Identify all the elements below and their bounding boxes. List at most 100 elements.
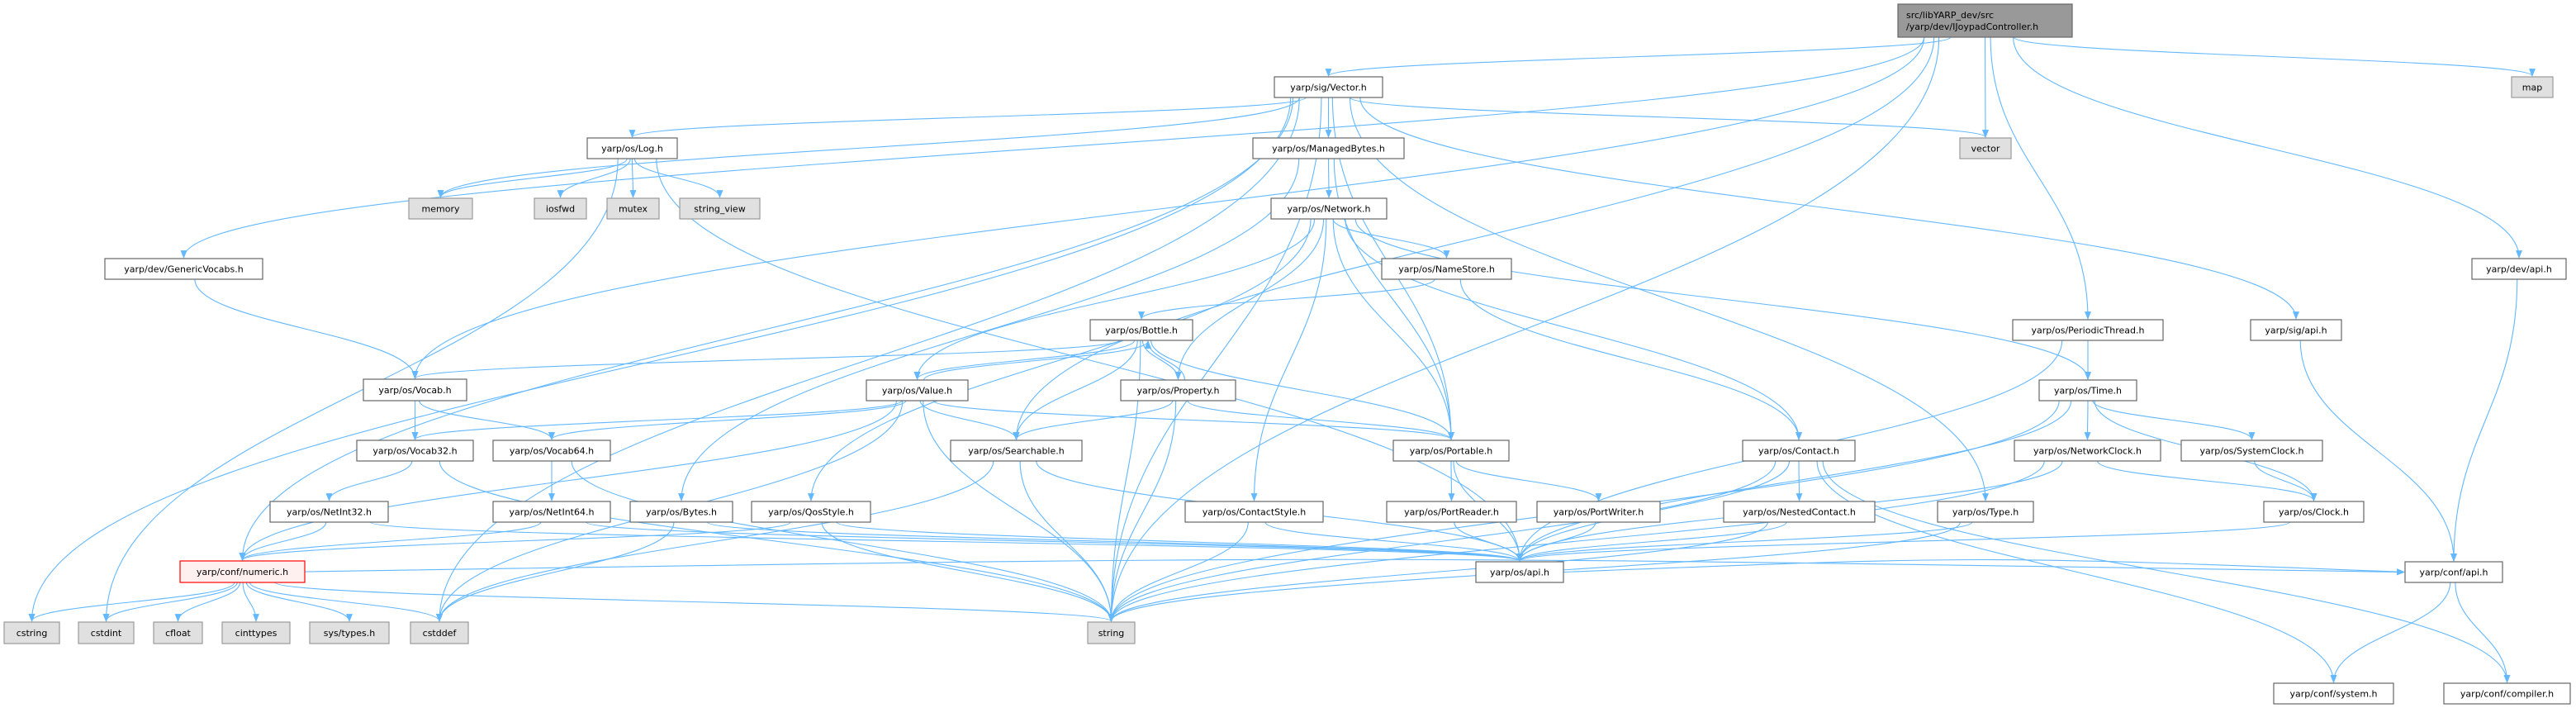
node-portwriter[interactable]: yarp/os/PortWriter.h — [1536, 501, 1661, 523]
node-box[interactable] — [950, 440, 1083, 462]
node-box[interactable] — [2443, 682, 2571, 705]
node-box[interactable] — [751, 501, 871, 523]
node-box[interactable] — [3, 621, 60, 644]
node-contactstyle[interactable]: yarp/os/ContactStyle.h — [1184, 501, 1324, 523]
node-box[interactable] — [492, 440, 611, 462]
node-box[interactable] — [2263, 501, 2365, 523]
node-box[interactable] — [1386, 501, 1517, 523]
node-box[interactable] — [78, 621, 135, 644]
node-searchable[interactable]: yarp/os/Searchable.h — [950, 440, 1083, 462]
node-box[interactable] — [679, 197, 761, 220]
node-bottle[interactable]: yarp/os/Bottle.h — [1089, 319, 1193, 341]
node-box[interactable] — [2511, 76, 2554, 98]
node-box[interactable] — [2180, 440, 2323, 462]
node-contact[interactable]: yarp/os/Contact.h — [1742, 440, 1856, 462]
node-box[interactable] — [2012, 319, 2164, 341]
node-periodic[interactable]: yarp/os/PeriodicThread.h — [2012, 319, 2164, 341]
node-network[interactable]: yarp/os/Network.h — [1270, 197, 1388, 220]
node-box[interactable] — [1184, 501, 1324, 523]
node-managed[interactable]: yarp/os/ManagedBytes.h — [1252, 137, 1405, 159]
node-mutex[interactable]: mutex — [606, 197, 660, 220]
node-root[interactable]: src/libYARP_dev/src/yarp/dev/IJoypadCont… — [1897, 3, 2073, 38]
node-vocab32[interactable]: yarp/os/Vocab32.h — [356, 440, 474, 462]
node-box[interactable] — [410, 621, 469, 644]
node-box[interactable] — [606, 197, 660, 220]
node-memory[interactable]: memory — [408, 197, 473, 220]
node-netint32[interactable]: yarp/os/NetInt32.h — [269, 501, 389, 523]
node-compiler[interactable]: yarp/conf/compiler.h — [2443, 682, 2571, 705]
node-portreader[interactable]: yarp/os/PortReader.h — [1386, 501, 1517, 523]
node-numeric[interactable]: yarp/conf/numeric.h — [179, 560, 306, 583]
node-osapi[interactable]: yarp/os/api.h — [1475, 561, 1564, 583]
node-string_view[interactable]: string_view — [679, 197, 761, 220]
node-confapi[interactable]: yarp/conf/api.h — [2404, 561, 2503, 583]
node-sigvector[interactable]: yarp/sig/Vector.h — [1274, 76, 1383, 98]
node-box[interactable] — [408, 197, 473, 220]
node-box[interactable] — [2404, 561, 2503, 583]
node-box[interactable] — [221, 621, 291, 644]
node-time[interactable]: yarp/os/Time.h — [2038, 379, 2137, 402]
node-log[interactable]: yarp/os/Log.h — [586, 137, 678, 159]
node-value[interactable]: yarp/os/Value.h — [866, 379, 969, 402]
node-box[interactable] — [866, 379, 969, 402]
node-box[interactable] — [2014, 440, 2161, 462]
node-netclock[interactable]: yarp/os/NetworkClock.h — [2014, 440, 2161, 462]
node-box[interactable] — [1270, 197, 1388, 220]
node-sigapi[interactable]: yarp/sig/api.h — [2250, 319, 2342, 341]
node-qos[interactable]: yarp/os/QosStyle.h — [751, 501, 871, 523]
node-map[interactable]: map — [2511, 76, 2554, 98]
node-string[interactable]: string — [1087, 621, 1136, 644]
node-generic[interactable]: yarp/dev/GenericVocabs.h — [104, 258, 263, 280]
node-vocab64[interactable]: yarp/os/Vocab64.h — [492, 440, 611, 462]
node-iosfwd[interactable]: iosfwd — [534, 197, 587, 220]
node-box[interactable] — [309, 621, 390, 644]
node-property[interactable]: yarp/os/Property.h — [1120, 379, 1236, 402]
node-box[interactable] — [2250, 319, 2342, 341]
node-box[interactable] — [629, 501, 733, 523]
node-system[interactable]: yarp/conf/system.h — [2273, 682, 2394, 705]
node-box[interactable] — [1475, 561, 1564, 583]
node-box[interactable] — [1536, 501, 1661, 523]
node-clock[interactable]: yarp/os/Clock.h — [2263, 501, 2365, 523]
node-bytes[interactable]: yarp/os/Bytes.h — [629, 501, 733, 523]
node-netint64[interactable]: yarp/os/NetInt64.h — [492, 501, 611, 523]
node-box[interactable] — [2273, 682, 2394, 705]
node-box[interactable] — [586, 137, 678, 159]
node-box[interactable] — [1252, 137, 1405, 159]
node-box[interactable] — [269, 501, 389, 523]
node-box[interactable] — [153, 621, 203, 644]
node-cstdint[interactable]: cstdint — [78, 621, 135, 644]
node-box[interactable] — [1087, 621, 1136, 644]
node-cfloat[interactable]: cfloat — [153, 621, 203, 644]
node-sysclock[interactable]: yarp/os/SystemClock.h — [2180, 440, 2323, 462]
node-vocab[interactable]: yarp/os/Vocab.h — [363, 378, 467, 402]
node-box[interactable] — [1274, 76, 1383, 98]
node-box[interactable] — [1897, 3, 2073, 38]
node-box[interactable] — [1723, 501, 1876, 523]
node-box[interactable] — [179, 560, 306, 583]
node-box[interactable] — [1120, 379, 1236, 402]
node-nested[interactable]: yarp/os/NestedContact.h — [1723, 501, 1876, 523]
node-box[interactable] — [2038, 379, 2137, 402]
node-devapi[interactable]: yarp/dev/api.h — [2471, 258, 2567, 280]
node-systypes[interactable]: sys/types.h — [309, 621, 390, 644]
node-box[interactable] — [1937, 501, 2034, 523]
node-box[interactable] — [356, 440, 474, 462]
node-box[interactable] — [1381, 258, 1512, 280]
node-box[interactable] — [2471, 258, 2567, 280]
node-box[interactable] — [1959, 137, 2012, 159]
node-box[interactable] — [492, 501, 611, 523]
node-cinttypes[interactable]: cinttypes — [221, 621, 291, 644]
node-box[interactable] — [1392, 440, 1510, 462]
node-box[interactable] — [1742, 440, 1856, 462]
node-type[interactable]: yarp/os/Type.h — [1937, 501, 2034, 523]
node-vector[interactable]: vector — [1959, 137, 2012, 159]
node-cstring[interactable]: cstring — [3, 621, 60, 644]
node-cstddef[interactable]: cstddef — [410, 621, 469, 644]
node-box[interactable] — [363, 378, 467, 402]
node-namestore[interactable]: yarp/os/NameStore.h — [1381, 258, 1512, 280]
node-portable[interactable]: yarp/os/Portable.h — [1392, 440, 1510, 462]
node-box[interactable] — [534, 197, 587, 220]
node-box[interactable] — [104, 258, 263, 280]
node-box[interactable] — [1089, 319, 1193, 341]
